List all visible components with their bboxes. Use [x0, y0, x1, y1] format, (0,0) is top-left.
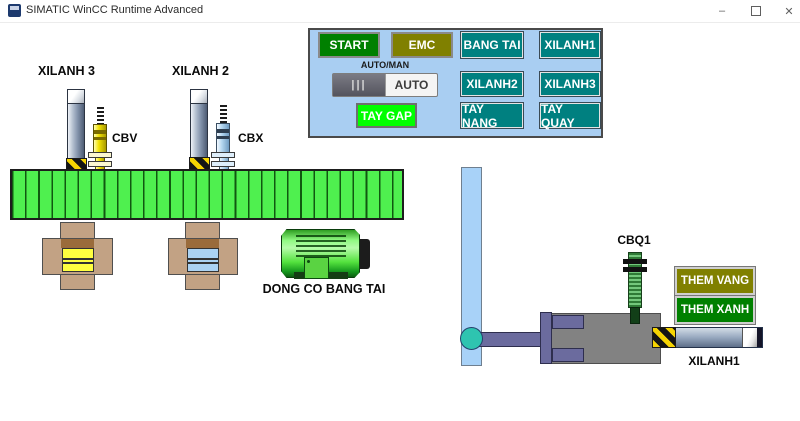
cbq1-nut: [623, 267, 647, 272]
tay-gap-button[interactable]: TAY GAP: [356, 103, 417, 128]
bang-tai-button[interactable]: BANG TAI: [461, 32, 523, 58]
gripper-bracket: [540, 312, 552, 364]
window-title: SIMATIC WinCC Runtime Advanced: [26, 4, 204, 16]
cbq1-nut: [623, 259, 647, 264]
cbq1-label: CBQ1: [617, 233, 651, 247]
cbv-band: [94, 137, 106, 140]
item-line: [63, 258, 93, 260]
xilanh3-cylinder-cap: [68, 90, 84, 104]
wincc-app-icon: [8, 4, 21, 17]
toggle-mode-value: AUTO: [394, 78, 429, 92]
cbx-spring-icon: [220, 103, 227, 123]
xilanh1-hazard-block: [652, 327, 676, 348]
vertical-column: [461, 167, 482, 366]
auto-man-label: AUTO/MAN: [360, 60, 410, 70]
pivot-joint: [460, 327, 483, 350]
gripper-prong-top: [552, 315, 584, 329]
title-bar: SIMATIC WinCC Runtime Advanced – ✕: [0, 0, 800, 23]
toggle-grip-icon[interactable]: |||: [333, 74, 386, 96]
cbx-band: [217, 136, 229, 139]
them-vang-button[interactable]: THEM VANG: [675, 267, 755, 295]
xilanh2-cylinder-cap: [191, 90, 207, 104]
xilanh3-cylinder: [67, 89, 85, 159]
cbv-flange: [88, 161, 112, 167]
tay-quay-button[interactable]: TAY QUAY: [540, 102, 600, 130]
cbv-sensor-body: [93, 124, 107, 157]
motor-fins: [296, 232, 346, 257]
cbx-label: CBX: [238, 131, 264, 145]
xilanh1-cylinder-cap: [742, 328, 759, 347]
minimize-button[interactable]: –: [705, 0, 739, 22]
maximize-button[interactable]: [739, 0, 773, 22]
emc-button[interactable]: EMC: [391, 32, 453, 58]
xilanh3-button[interactable]: XILANH3: [540, 72, 600, 96]
cbx-flange: [211, 152, 235, 158]
close-button[interactable]: ✕: [772, 0, 800, 22]
item-line: [188, 258, 218, 260]
minimize-icon: –: [718, 5, 726, 17]
cbv-flange: [88, 152, 112, 158]
cbv-spring-icon: [97, 105, 104, 125]
tay-nang-button[interactable]: TAY NANG: [461, 102, 523, 130]
box1-interior: [61, 239, 94, 248]
gripper-prong-bottom: [552, 348, 584, 362]
cbx-sensor-body: [216, 123, 230, 156]
cbv-band: [94, 130, 106, 134]
auto-man-toggle[interactable]: ||| AUTO: [332, 73, 438, 97]
item-line: [63, 262, 93, 264]
start-button[interactable]: START: [318, 32, 380, 58]
box1-yellow-item: [62, 248, 94, 272]
close-icon: ✕: [784, 5, 794, 18]
xilanh1-cylinder: [661, 327, 763, 348]
xilanh1-button[interactable]: XILANH1: [540, 32, 600, 58]
motor-label: DONG CO BANG TAI: [262, 282, 386, 296]
xilanh2-cylinder: [190, 89, 208, 158]
box2-blue-item: [187, 248, 219, 272]
xilanh3-station-label: XILANH 3: [38, 64, 95, 78]
box2-interior: [186, 239, 219, 248]
cbx-band: [217, 129, 229, 133]
item-line: [188, 262, 218, 264]
cbx-flange: [211, 161, 235, 167]
xilanh2-station-label: XILANH 2: [172, 64, 229, 78]
xilanh2-button[interactable]: XILANH2: [461, 72, 523, 96]
gripper-arm: [478, 332, 544, 347]
cbv-label: CBV: [112, 131, 138, 145]
xilanh1-station-label: XILANH1: [688, 354, 740, 368]
cbq1-sensor-tip: [630, 307, 640, 324]
xilanh1-cylinder-end: [757, 328, 762, 347]
them-xanh-button[interactable]: THEM XANH: [675, 296, 755, 324]
conveyor-belt: [10, 169, 404, 220]
maximize-icon: [751, 6, 761, 16]
motor-junction-box: [304, 257, 329, 279]
